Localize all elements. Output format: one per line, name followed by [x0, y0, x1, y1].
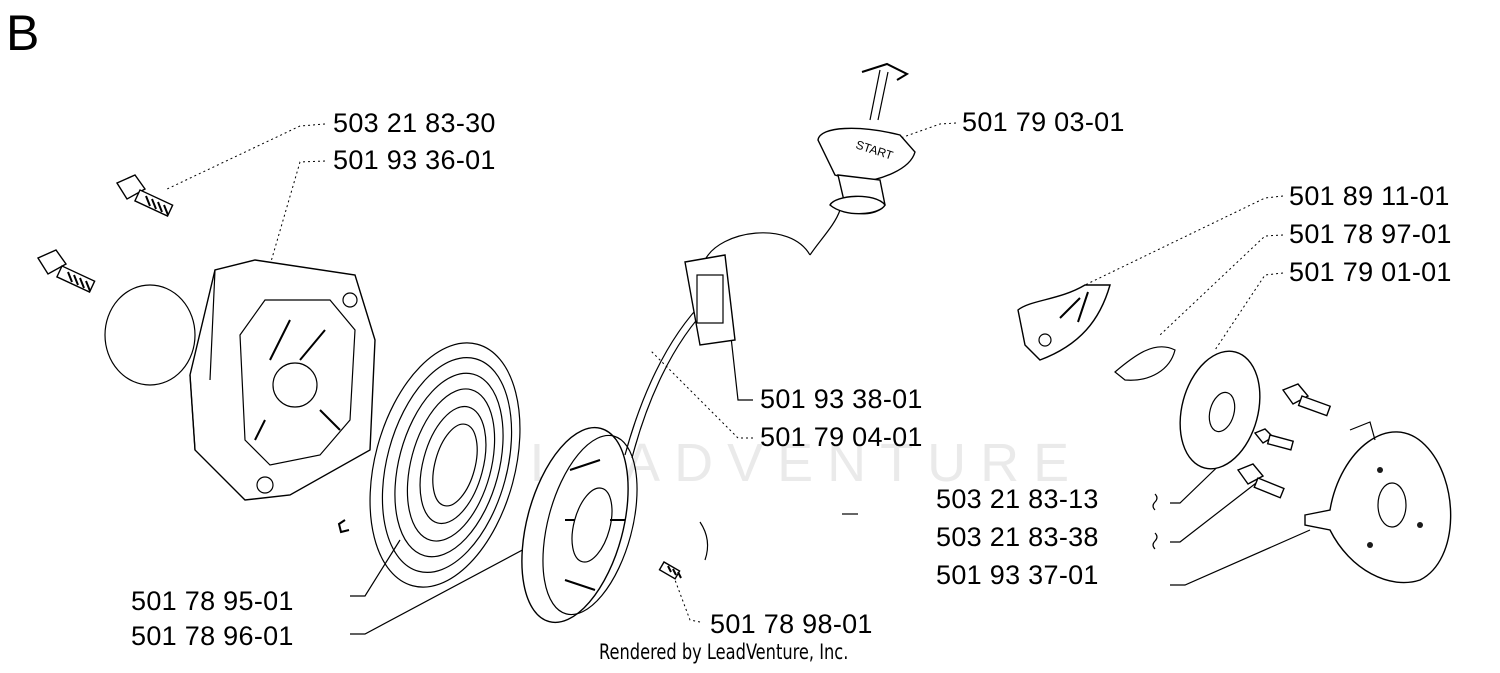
screw-503-21-83-38: [1236, 463, 1285, 499]
label-501-89-11-01: 501 89 11-01: [1289, 181, 1450, 211]
leader-lines: [164, 122, 1311, 635]
label-503-21-83-13: 503 21 83-13: [936, 484, 1099, 514]
label-501-78-98-01: 501 78 98-01: [710, 609, 873, 639]
credit-text: Rendered by LeadVenture, Inc.: [599, 640, 849, 664]
label-501-79-04-01: 501 79 04-01: [760, 422, 923, 452]
label-501-79-03-01: 501 79 03-01: [962, 107, 1125, 137]
pawl: [1017, 284, 1111, 361]
starter-housing: [189, 259, 376, 501]
label-501-79-01-01: 501 79 01-01: [1289, 257, 1452, 287]
rope-guide: [684, 254, 736, 346]
rewind-spring: [337, 342, 521, 588]
set-screw: [658, 561, 682, 580]
flywheel-hub: [1304, 421, 1452, 584]
screw-middle: [1253, 428, 1295, 451]
label-501-93-37-01: 501 93 37-01: [936, 560, 1099, 590]
washer: [1179, 350, 1261, 470]
screw-503-21-83-13: [1281, 383, 1332, 417]
pawl-spring: [1114, 346, 1176, 381]
bolt-left: [36, 249, 96, 294]
label-501-78-96-01: 501 78 96-01: [131, 621, 294, 651]
bolt-503-21-83-30: [115, 174, 174, 218]
starter-handle: START: [817, 62, 916, 215]
gasket-ring: [104, 284, 196, 386]
label-503-21-83-30: 503 21 83-30: [333, 108, 496, 138]
rope-pulley: [521, 426, 638, 624]
label-501-78-97-01: 501 78 97-01: [1289, 219, 1452, 249]
label-503-21-83-38: 503 21 83-38: [936, 522, 1099, 552]
label-501-78-95-01: 501 78 95-01: [131, 586, 294, 616]
section-letter: B: [6, 5, 40, 61]
label-501-93-38-01: 501 93 38-01: [760, 384, 923, 414]
label-501-93-36-01: 501 93 36-01: [333, 145, 496, 175]
